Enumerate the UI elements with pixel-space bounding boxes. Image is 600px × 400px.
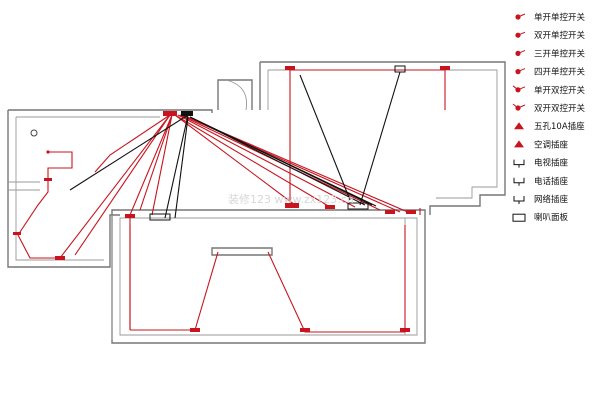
socket-icon	[400, 328, 410, 332]
triple-gang-single-switch-icon	[515, 49, 526, 57]
socket-icon	[440, 66, 450, 70]
socket-icon	[385, 210, 395, 214]
double-gang-two-way-switch-icon	[512, 103, 526, 111]
tv-socket-icon	[394, 65, 406, 73]
legend-label: 网络插座	[534, 194, 569, 205]
legend-item: 三开单控开关	[515, 48, 586, 59]
legend-item: 单开双控开关	[512, 85, 586, 96]
legend-item: 喇叭面板	[512, 212, 569, 223]
phone-socket-icon	[513, 177, 525, 186]
ceiling-light-icon	[30, 129, 38, 137]
legend-item: 双开单控开关	[515, 30, 586, 41]
socket-icon	[125, 214, 135, 218]
legend-label: 单开单控开关	[534, 12, 586, 23]
legend-item: 单开单控开关	[515, 12, 586, 23]
watermark: 装修123 www.zx123.cn	[228, 192, 354, 206]
network-socket-icon	[513, 196, 525, 204]
walls	[7, 61, 506, 344]
ac-socket-icon	[285, 203, 299, 208]
socket-icon	[300, 328, 310, 332]
legend-item: 网络插座	[513, 194, 569, 205]
socket-icon	[406, 210, 416, 214]
legend-label: 三开单控开关	[534, 48, 586, 59]
legend-label: 单开双控开关	[534, 85, 586, 96]
socket-icon	[44, 178, 52, 181]
distribution-box	[163, 111, 177, 116]
legend: 单开单控开关双开单控开关三开单控开关四开单控开关单开双控开关双开双控开关五孔10…	[512, 12, 586, 223]
quad-gang-single-switch-icon	[515, 68, 526, 75]
tv-socket-icon	[513, 159, 525, 168]
electrical-devices	[13, 65, 450, 332]
legend-label: 喇叭面板	[534, 212, 569, 223]
weak-current-box	[181, 111, 193, 116]
double-gang-single-switch-icon	[515, 31, 526, 38]
socket-icon	[13, 232, 21, 235]
speaker-panel-icon	[512, 213, 526, 222]
legend-item: 电视插座	[513, 158, 569, 169]
legend-label: 电视插座	[534, 158, 569, 169]
legend-item: 五孔10A插座	[514, 121, 585, 132]
legend-label: 五孔10A插座	[534, 121, 585, 132]
legend-item: 空调插座	[514, 139, 569, 150]
socket-icon	[285, 66, 295, 70]
legend-label: 双开单控开关	[534, 30, 586, 41]
legend-label: 空调插座	[534, 139, 569, 150]
socket-icon	[55, 256, 65, 260]
phone-socket-icon	[149, 213, 171, 221]
legend-item: 四开单控开关	[515, 67, 586, 78]
socket-icon	[325, 205, 335, 209]
single-gang-two-way-switch-icon	[512, 85, 526, 93]
legend-item: 电话插座	[513, 176, 569, 187]
network-socket-icon	[347, 202, 369, 210]
five-hole-socket-icon	[514, 122, 524, 130]
legend-label: 双开双控开关	[534, 103, 586, 114]
legend-label: 四开单控开关	[534, 67, 586, 78]
socket-icon	[190, 328, 200, 332]
signal-wiring	[69, 71, 401, 219]
single-pole-single-switch-icon	[515, 13, 526, 20]
legend-item: 双开双控开关	[512, 103, 586, 114]
legend-label: 电话插座	[534, 176, 569, 187]
switch-icon	[46, 150, 50, 154]
ac-socket-icon	[514, 140, 524, 148]
